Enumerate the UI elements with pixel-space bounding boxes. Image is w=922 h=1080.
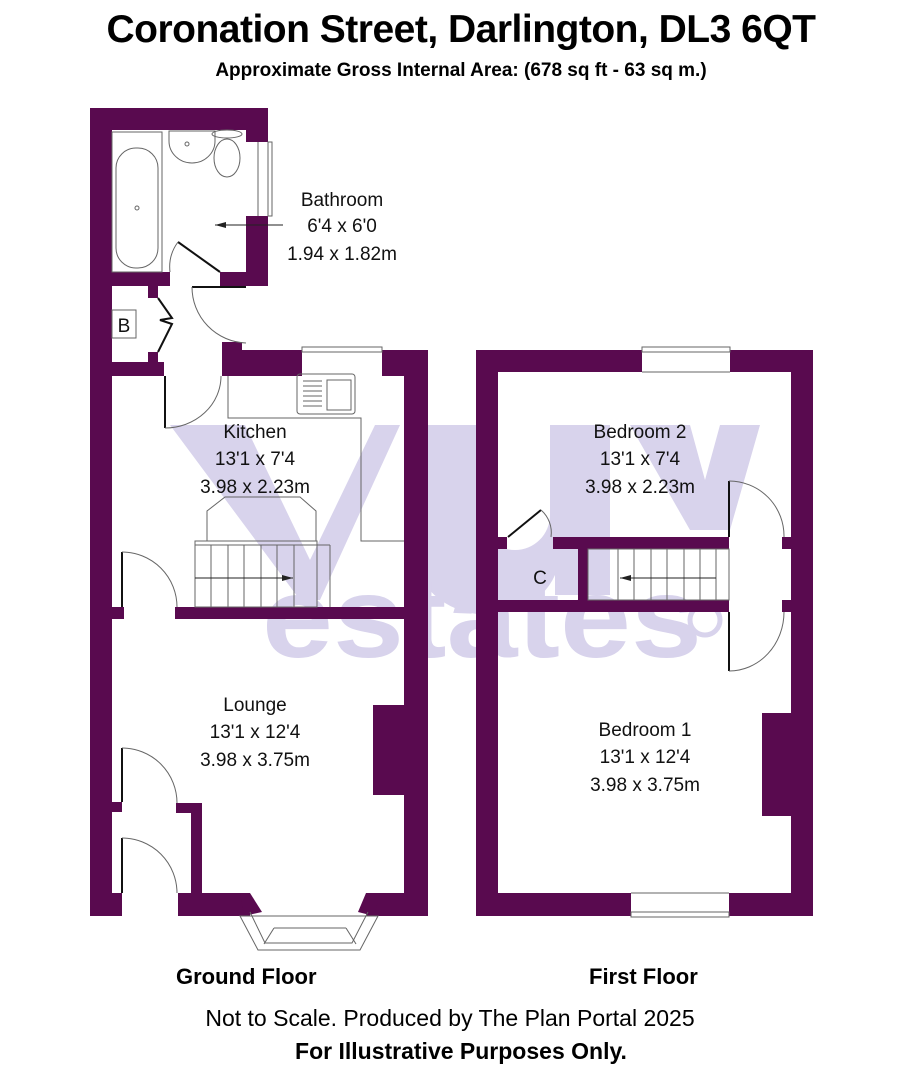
svg-text:13'1 x 7'4: 13'1 x 7'4: [600, 449, 681, 470]
svg-text:3.98 x 2.23m: 3.98 x 2.23m: [585, 477, 695, 498]
disclaimer-text: Not to Scale. Produced by The Plan Porta…: [205, 1005, 695, 1031]
svg-text:13'1 x 7'4: 13'1 x 7'4: [215, 449, 296, 470]
svg-text:Lounge: Lounge: [223, 695, 286, 716]
first-floor-fixtures: [507, 346, 785, 918]
svg-text:6'4 x 6'0: 6'4 x 6'0: [307, 216, 377, 237]
svg-text:13'1 x 12'4: 13'1 x 12'4: [210, 722, 301, 743]
cupboard-label-c: C: [533, 568, 547, 589]
room-label-bedroom-1: Bedroom 1 13'1 x 12'4 3.98 x 3.75m: [590, 720, 700, 796]
ground-floor-fixtures: [111, 129, 404, 951]
svg-text:Bedroom 1: Bedroom 1: [599, 720, 692, 741]
first-floor-label: First Floor: [589, 964, 698, 989]
svg-text:1.94 x 1.82m: 1.94 x 1.82m: [287, 244, 397, 265]
room-label-kitchen: Kitchen 13'1 x 7'4 3.98 x 2.23m: [200, 422, 310, 498]
first-floor-plan: [476, 350, 813, 916]
svg-text:Kitchen: Kitchen: [223, 422, 286, 443]
illustrative-note: For Illustrative Purposes Only.: [295, 1038, 627, 1064]
svg-text:Bathroom: Bathroom: [301, 190, 383, 211]
ground-floor-label: Ground Floor: [176, 964, 317, 989]
svg-text:3.98 x 3.75m: 3.98 x 3.75m: [200, 750, 310, 771]
svg-text:13'1 x 12'4: 13'1 x 12'4: [600, 747, 691, 768]
cupboard-label-b: B: [118, 316, 131, 337]
room-label-bathroom: Bathroom 6'4 x 6'0 1.94 x 1.82m: [287, 190, 397, 265]
room-label-bedroom-2: Bedroom 2 13'1 x 7'4 3.98 x 2.23m: [585, 422, 695, 498]
svg-text:Bedroom 2: Bedroom 2: [594, 422, 687, 443]
ground-floor-plan: [90, 108, 428, 916]
room-label-lounge: Lounge 13'1 x 12'4 3.98 x 3.75m: [200, 695, 310, 771]
page-title: Coronation Street, Darlington, DL3 6QT: [106, 8, 816, 51]
svg-text:3.98 x 2.23m: 3.98 x 2.23m: [200, 477, 310, 498]
svg-text:3.98 x 3.75m: 3.98 x 3.75m: [590, 775, 700, 796]
gross-area-subtitle: Approximate Gross Internal Area: (678 sq…: [215, 60, 707, 81]
